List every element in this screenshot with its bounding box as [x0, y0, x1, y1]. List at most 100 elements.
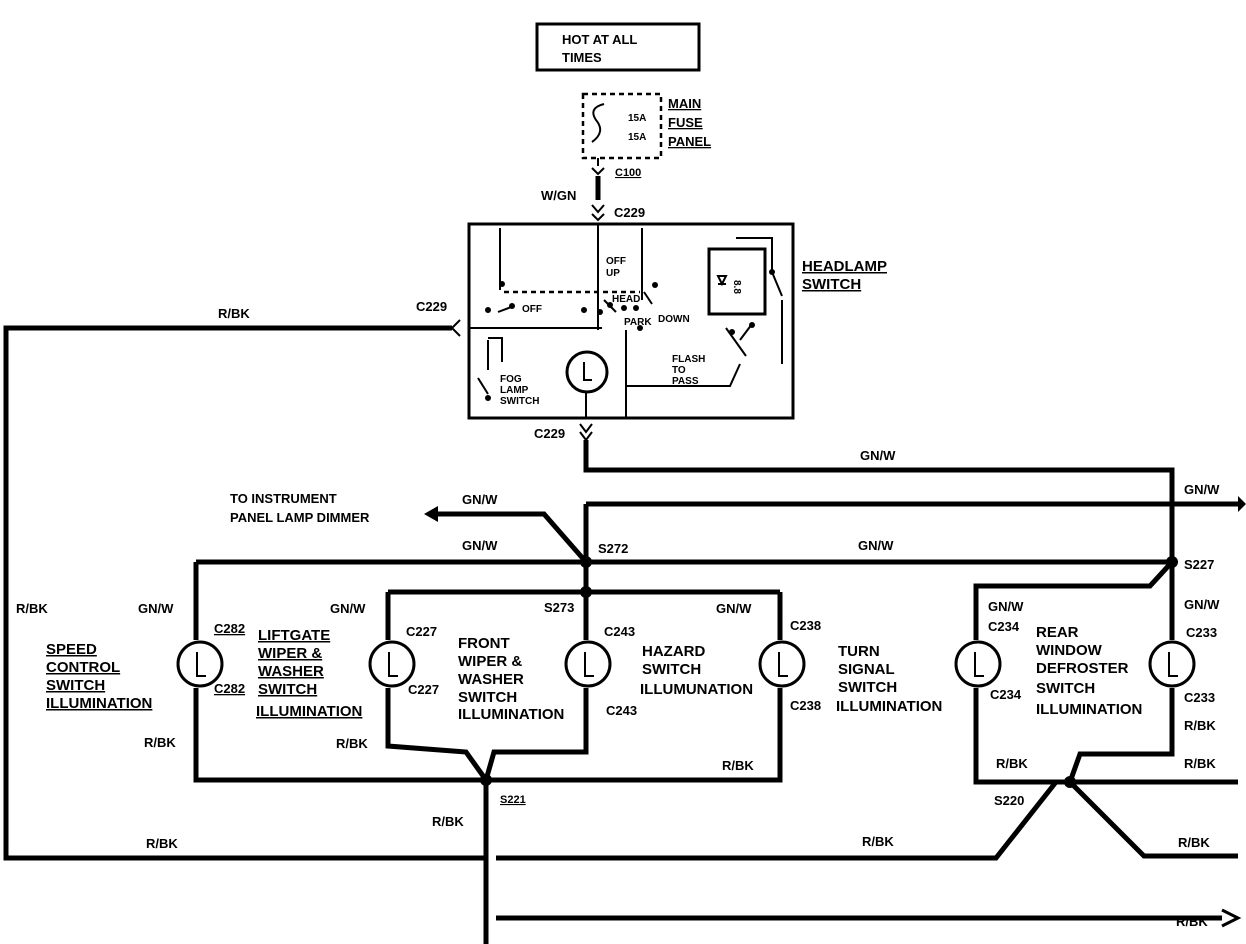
r-bk-label-left: R/BK	[16, 601, 48, 616]
lamp-front-wiper	[564, 640, 612, 688]
gn-w-label-trunk: GN/W	[860, 448, 896, 463]
r-bk-label-defroster: R/BK	[1184, 718, 1216, 733]
c229-bottom-connector-icon	[579, 423, 593, 442]
switch-contacts	[497, 291, 653, 313]
svg-text:SWITCH: SWITCH	[500, 396, 539, 407]
c282-bot: C282	[214, 681, 245, 696]
r-bk-label-liftgate: R/BK	[336, 736, 368, 751]
c100-label: C100	[615, 167, 641, 179]
c238-bot: C238	[790, 698, 821, 713]
c100-connector-icon	[591, 158, 605, 176]
svg-text:WIPER &: WIPER &	[458, 653, 522, 670]
gn-w-label-bus-left: GN/W	[462, 538, 498, 553]
label-hazard: HAZARD SWITCH ILLUMUNATION	[640, 643, 753, 698]
svg-text:CONTROL: CONTROL	[46, 659, 120, 676]
svg-text:ILLUMINATION: ILLUMINATION	[256, 703, 362, 720]
svg-text:FOG: FOG	[500, 374, 522, 385]
svg-text:MAIN: MAIN	[668, 96, 701, 111]
c282-top: C282	[214, 621, 245, 636]
circuit-breaker-box	[707, 247, 767, 316]
fog-lamp-switch-label: FOG LAMP SWITCH	[500, 374, 539, 407]
c233-top: C233	[1186, 625, 1217, 640]
splice-s273: S273	[544, 600, 574, 615]
pos-off-left: OFF	[522, 304, 542, 315]
r-bk-s220-down-wire	[1068, 780, 1238, 859]
gn-w-label-right: GN/W	[1184, 482, 1220, 497]
label-liftgate: LIFTGATE WIPER & WASHER SWITCH ILLUMINAT…	[256, 627, 362, 720]
arrow-right-bottom-icon	[1221, 908, 1242, 928]
gn-w-trunk-wire	[583, 440, 1175, 562]
r-bk-label-mid: R/BK	[862, 834, 894, 849]
svg-text:HEADLAMP: HEADLAMP	[802, 258, 887, 275]
svg-text:SWITCH: SWITCH	[838, 679, 897, 696]
svg-text:DEFROSTER: DEFROSTER	[1036, 660, 1129, 677]
hot-at-all-times-box	[535, 22, 701, 72]
splice-s221: S221	[500, 794, 526, 806]
svg-text:WASHER: WASHER	[258, 663, 324, 680]
pos-off-up-2: UP	[606, 268, 620, 279]
hot-box-text-1: HOT AT ALL	[562, 32, 637, 47]
svg-text:SWITCH: SWITCH	[642, 661, 701, 678]
svg-text:PANEL: PANEL	[668, 134, 711, 149]
gn-w-to-dimmer-wire	[436, 511, 588, 564]
svg-text:LAMP: LAMP	[500, 385, 529, 396]
svg-text:REAR: REAR	[1036, 624, 1079, 641]
hot-box-text-2: TIMES	[562, 50, 602, 65]
main-fuse-panel-label: MAIN FUSE PANEL	[668, 96, 711, 149]
switch-illum-lamp-icon	[565, 350, 609, 394]
svg-text:FRONT: FRONT	[458, 635, 510, 652]
cb-rating: 8.8	[731, 280, 742, 294]
svg-text:SWITCH: SWITCH	[258, 681, 317, 698]
svg-text:SIGNAL: SIGNAL	[838, 661, 895, 678]
svg-text:ILLUMINATION: ILLUMINATION	[46, 695, 152, 712]
gn-w-label-bus-right: GN/W	[858, 538, 894, 553]
gn-w-label-hazard: GN/W	[716, 601, 752, 616]
diode-icon	[716, 275, 728, 287]
svg-text:LIFTGATE: LIFTGATE	[258, 627, 330, 644]
svg-text:TO INSTRUMENT: TO INSTRUMENT	[230, 491, 337, 506]
headlamp-switch-title: HEADLAMP SWITCH	[802, 258, 887, 293]
lamp-speed-control	[176, 640, 224, 688]
r-bk-label-bottom-left: R/BK	[146, 836, 178, 851]
svg-text:SWITCH: SWITCH	[458, 689, 517, 706]
svg-text:WASHER: WASHER	[458, 671, 524, 688]
label-turn-signal: TURN SIGNAL SWITCH ILLUMINATION	[836, 643, 942, 715]
c229-left-label: C229	[416, 299, 447, 314]
lamp-filament-icon	[583, 362, 592, 381]
r-bk-lamp-returns	[193, 688, 783, 783]
gn-w-to-rear-wire	[973, 560, 1174, 640]
c234-bot: C234	[990, 687, 1022, 702]
r-bk-left-loop-wire	[3, 325, 478, 861]
lamp-rear-defroster	[1148, 640, 1196, 688]
label-speed-control: SPEED CONTROL SWITCH ILLUMINATION	[46, 641, 152, 712]
label-rear-defroster: REAR WINDOW DEFROSTER SWITCH ILLUMINATIO…	[1036, 624, 1142, 718]
svg-text:TO: TO	[672, 365, 686, 376]
gn-w-label-turn: GN/W	[988, 599, 1024, 614]
w-gn-label: W/GN	[541, 188, 576, 203]
svg-text:ILLUMINATION: ILLUMINATION	[458, 706, 564, 723]
lamp-liftgate	[368, 640, 416, 688]
c227-top: C227	[406, 624, 437, 639]
c229-bottom-label: C229	[534, 426, 565, 441]
gn-w-label-defroster: GN/W	[1184, 597, 1220, 612]
svg-text:SWITCH: SWITCH	[46, 677, 105, 694]
label-front-wiper: FRONT WIPER & WASHER SWITCH ILLUMINATION	[458, 635, 564, 723]
r-bk-to-s220-wire	[496, 780, 1058, 861]
dimmer-circuit	[626, 237, 783, 387]
svg-text:SWITCH: SWITCH	[802, 276, 861, 293]
svg-text:PASS: PASS	[672, 376, 699, 387]
splice-s272: S272	[598, 541, 628, 556]
svg-text:ILLUMINATION: ILLUMINATION	[836, 698, 942, 715]
pos-park: PARK	[624, 317, 652, 328]
pos-head: HEAD	[612, 294, 640, 305]
r-bk-label-hazard: R/BK	[722, 758, 754, 773]
flash-to-pass-label: FLASH TO PASS	[672, 354, 705, 387]
pos-down: DOWN	[658, 314, 690, 325]
dimmer-label: TO INSTRUMENT PANEL LAMP DIMMER	[230, 491, 370, 525]
r-bk-rear-returns	[973, 688, 1175, 785]
fuse-value-2: 15A	[628, 132, 646, 143]
c229-left-connector-icon	[450, 319, 461, 337]
r-bk-label-bottom-right: R/BK	[1176, 914, 1208, 929]
